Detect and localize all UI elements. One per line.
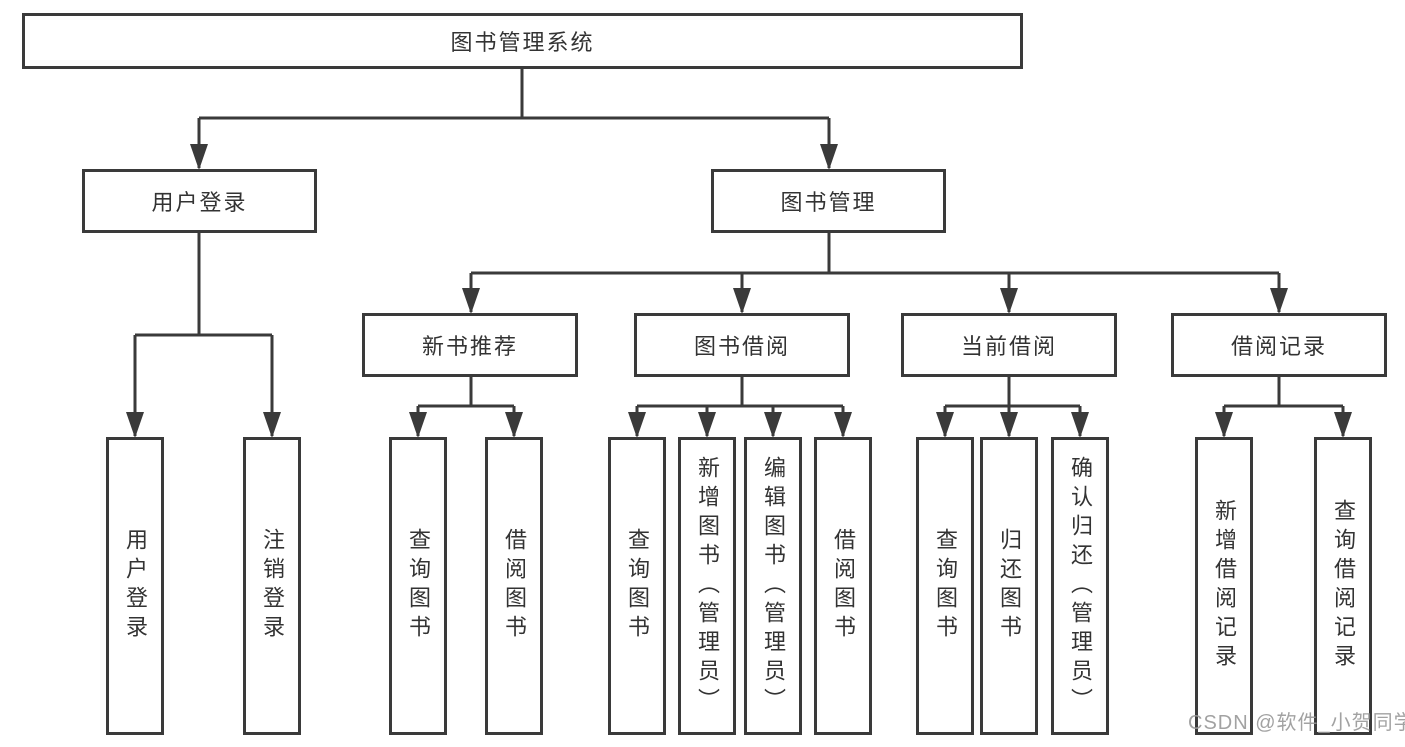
leaf-confirm-return-admin: 确认归还（管理员） bbox=[1051, 437, 1109, 735]
leaf-label: 注销登录 bbox=[260, 528, 285, 644]
node-label: 用户登录 bbox=[151, 190, 248, 215]
node-label: 借阅记录 bbox=[1230, 334, 1327, 359]
leaf-label: 编辑图书（管理员） bbox=[761, 455, 786, 717]
leaf-label: 查询图书 bbox=[933, 528, 958, 644]
csdn-watermark: CSDN @软件_小贺同学 bbox=[1188, 712, 1405, 734]
leaf-add-borrow-record: 新增借阅记录 bbox=[1195, 437, 1253, 735]
leaf-label: 新增图书（管理员） bbox=[695, 455, 720, 717]
leaf-label: 用户登录 bbox=[123, 528, 148, 644]
leaf-logout: 注销登录 bbox=[243, 437, 301, 735]
leaf-borrow-book-recommend: 借阅图书 bbox=[485, 437, 543, 735]
leaf-return-book: 归还图书 bbox=[980, 437, 1038, 735]
leaf-label: 确认归还（管理员） bbox=[1068, 455, 1093, 717]
leaf-query-book-recommend: 查询图书 bbox=[389, 437, 447, 735]
leaf-query-book-current: 查询图书 bbox=[916, 437, 974, 735]
leaf-user-login: 用户登录 bbox=[106, 437, 164, 735]
leaf-label: 新增借阅记录 bbox=[1212, 499, 1237, 673]
node-root-library-system: 图书管理系统 bbox=[22, 13, 1023, 69]
node-user-login: 用户登录 bbox=[82, 169, 317, 233]
leaf-label: 归还图书 bbox=[997, 528, 1022, 644]
node-new-book-recommend: 新书推荐 bbox=[362, 313, 578, 377]
leaf-label: 查询借阅记录 bbox=[1331, 499, 1356, 673]
node-borrow-records: 借阅记录 bbox=[1171, 313, 1387, 377]
leaf-label: 查询图书 bbox=[406, 528, 431, 644]
leaf-label: 查询图书 bbox=[625, 528, 650, 644]
leaf-query-borrow-record: 查询借阅记录 bbox=[1314, 437, 1372, 735]
node-label: 当前借阅 bbox=[960, 334, 1057, 359]
node-label: 图书管理 bbox=[780, 190, 877, 215]
node-label: 图书借阅 bbox=[693, 334, 790, 359]
leaf-query-book-borrow: 查询图书 bbox=[608, 437, 666, 735]
node-current-borrow: 当前借阅 bbox=[901, 313, 1117, 377]
node-label: 新书推荐 bbox=[421, 334, 518, 359]
leaf-edit-book-admin: 编辑图书（管理员） bbox=[744, 437, 802, 735]
node-book-management: 图书管理 bbox=[711, 169, 946, 233]
leaf-label: 借阅图书 bbox=[831, 528, 856, 644]
leaf-borrow-book: 借阅图书 bbox=[814, 437, 872, 735]
node-book-borrow: 图书借阅 bbox=[634, 313, 850, 377]
leaf-add-book-admin: 新增图书（管理员） bbox=[678, 437, 736, 735]
node-label: 图书管理系统 bbox=[450, 30, 595, 55]
leaf-label: 借阅图书 bbox=[502, 528, 527, 644]
